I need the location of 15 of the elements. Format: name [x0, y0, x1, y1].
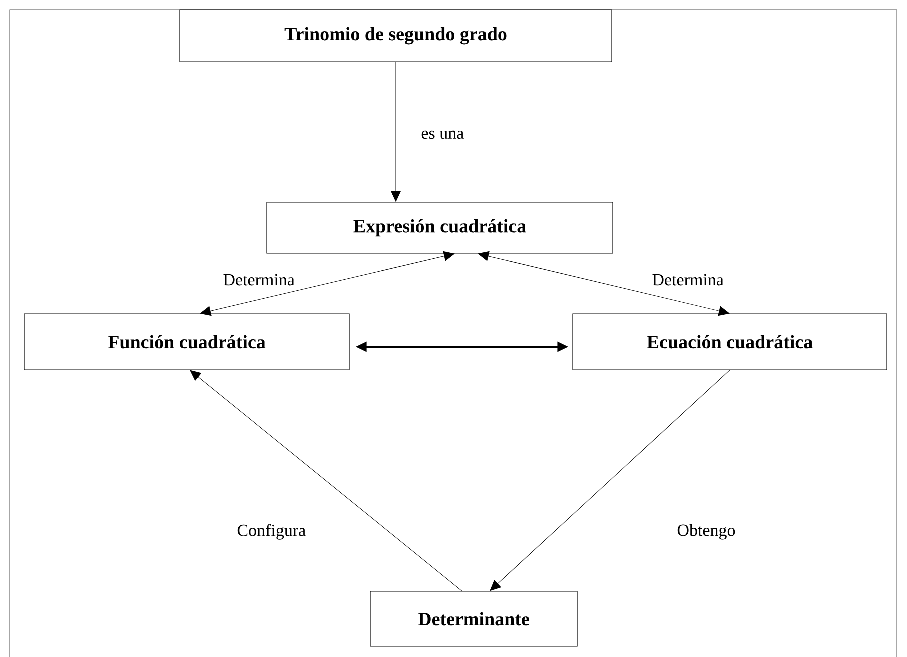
concept-box: Función cuadrática: [24, 314, 350, 370]
arrow: [391, 62, 401, 202]
arrow: [478, 252, 730, 316]
arrow: [200, 251, 455, 316]
edge-label: Determina: [651, 273, 725, 287]
arrow: [490, 370, 730, 592]
edge-label: es una: [420, 130, 466, 140]
concept-box: Ecuación cuadrática: [572, 314, 888, 370]
concept-box: Expresión cuadrática: [266, 202, 614, 254]
concept-box: Determinante: [370, 591, 578, 647]
edge-label: Obtengo: [676, 523, 737, 541]
concept-box: Trinomio de segundo grado: [180, 10, 612, 62]
arrow: [190, 370, 462, 592]
edge-label: Determina: [222, 273, 296, 287]
edge-label: Configura: [236, 523, 308, 541]
